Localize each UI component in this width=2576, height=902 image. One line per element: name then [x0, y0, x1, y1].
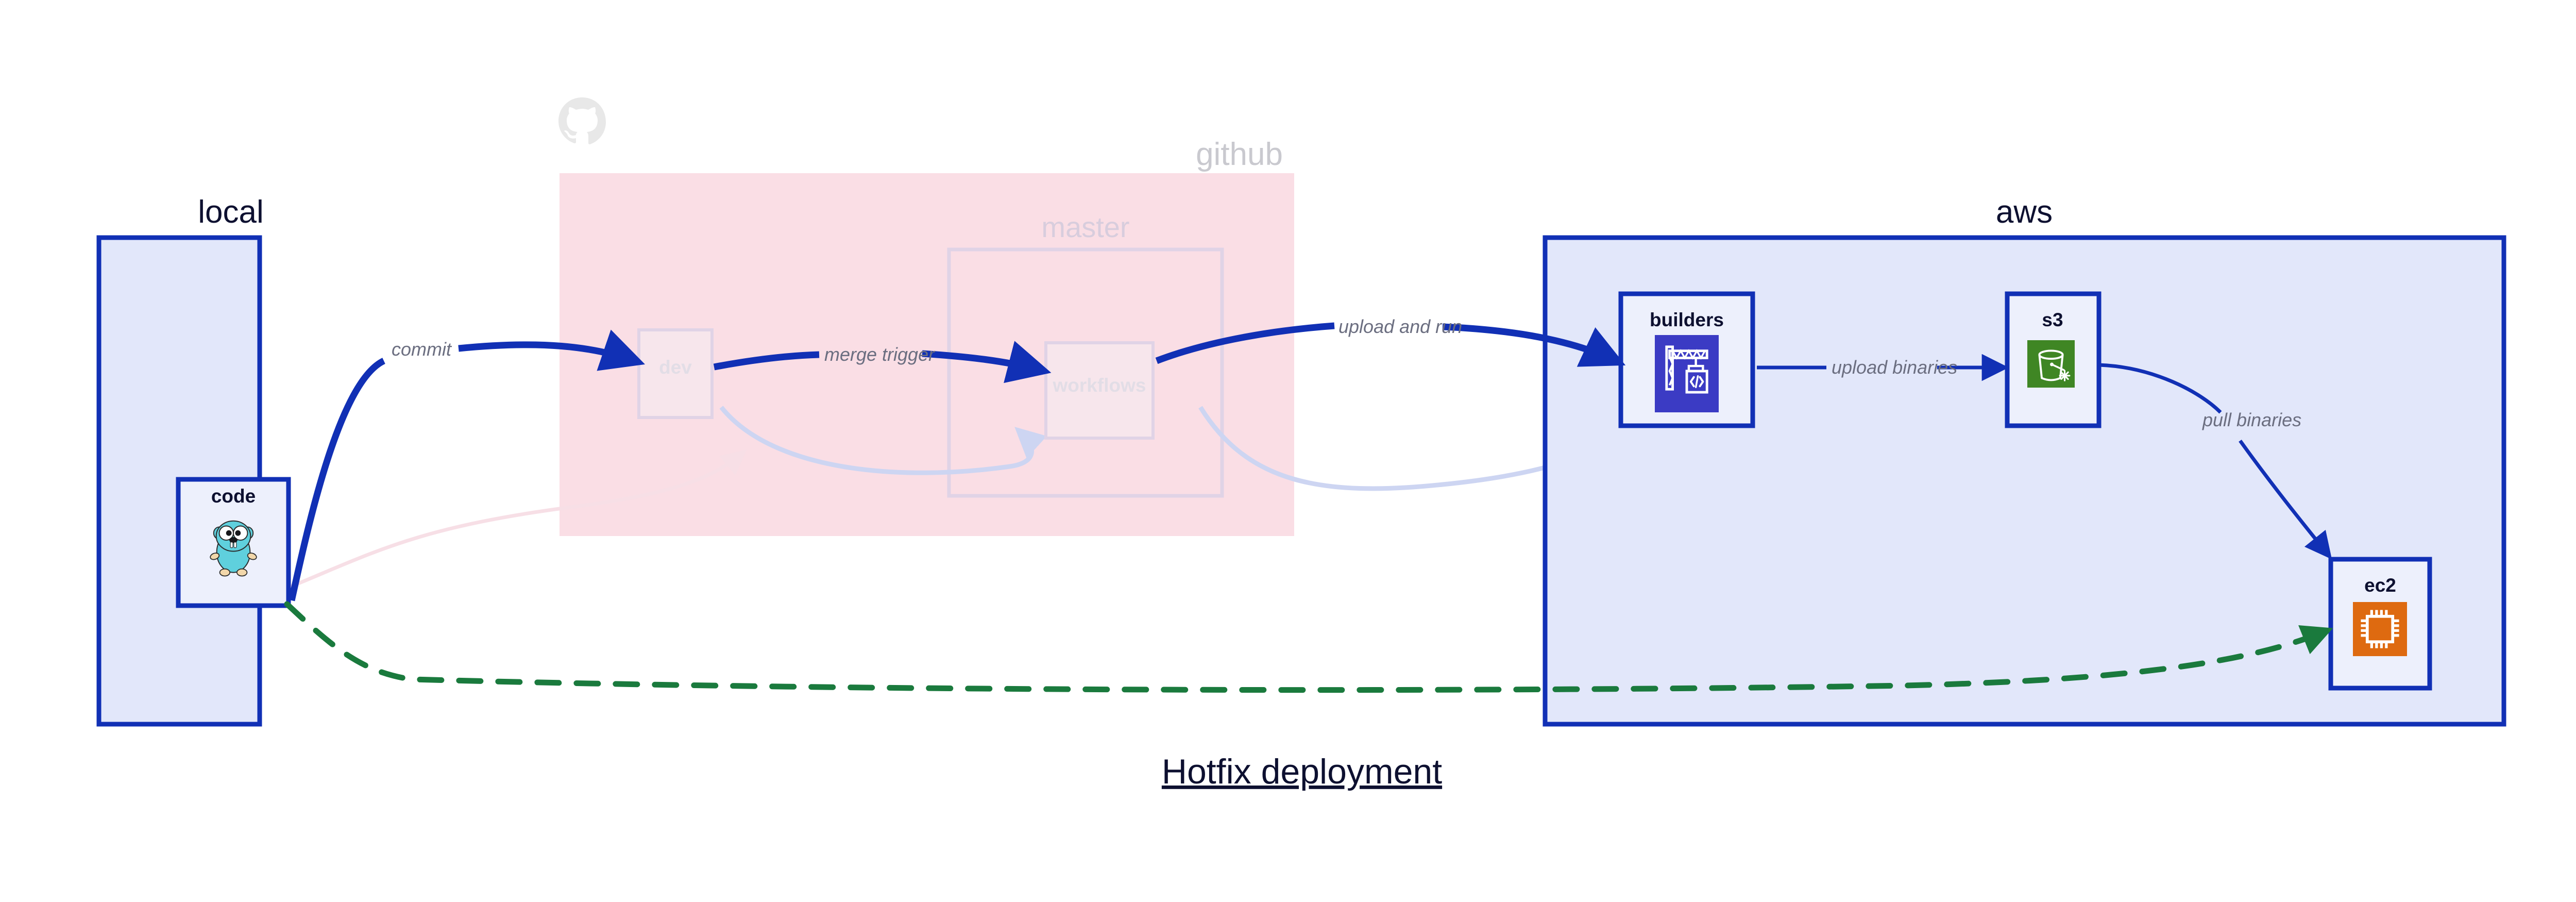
node-ec2-label: ec2: [2364, 575, 2396, 596]
edge-pull-binaries-path-in: [2098, 363, 2222, 414]
node-code[interactable]: code: [176, 477, 291, 608]
edge-label-commit: commit: [392, 339, 452, 360]
edge-pull-binaries-path-out: [2239, 439, 2332, 560]
edge-merge-path-out: [922, 341, 1052, 383]
group-github: github: [558, 97, 1294, 536]
node-ec2[interactable]: ec2: [2328, 557, 2432, 691]
node-s3-label: s3: [2042, 309, 2063, 330]
node-dev[interactable]: dev: [637, 328, 714, 419]
ghost-edge-dev-workflows: [719, 406, 1047, 475]
node-builders[interactable]: builders: [1618, 291, 1755, 428]
node-dev-label: dev: [659, 357, 692, 378]
node-code-label: code: [211, 486, 256, 507]
diagram-title: Hotfix deployment: [1162, 752, 1442, 791]
edge-label-upload-and-run: upload and run: [1338, 316, 1462, 337]
group-label-github: github: [1196, 137, 1283, 172]
page-title: Hotfix deployment: [1162, 752, 1442, 791]
node-workflows-label: workflows: [1053, 375, 1146, 396]
edge-upload-binaries: upload binaries: [1757, 354, 2009, 381]
edge-hotfix-dashed-path: [284, 601, 2333, 693]
edge-label-upload-binaries: upload binaries: [1832, 357, 1957, 378]
edge-commit-path-in: [288, 358, 386, 602]
edge-merge-path-in: [713, 351, 820, 371]
edge-upload-run-path-out: [1442, 323, 1626, 367]
ghost-edge-pink: [241, 449, 747, 608]
edge-upload-and-run: upload and run: [1155, 316, 1626, 367]
cpu-chip-icon: [2353, 602, 2407, 656]
edge-label-pull-binaries: pull binaries: [2202, 409, 2301, 430]
node-dev-box[interactable]: [637, 328, 714, 419]
group-label-master: master: [1041, 211, 1129, 243]
edge-hotfix-direct: [284, 601, 2333, 693]
group-local: local: [96, 194, 264, 727]
edge-merge-trigger: merge trigger: [713, 341, 1052, 383]
node-s3[interactable]: s3: [2005, 291, 2102, 428]
edge-label-merge-trigger: merge trigger: [824, 344, 936, 365]
group-master: master: [947, 211, 1224, 498]
group-label-aws: aws: [1996, 194, 2053, 230]
crane-code-icon: [1655, 335, 1719, 412]
edge-commit-path-out: [458, 329, 645, 371]
node-workflows[interactable]: workflows: [1044, 341, 1155, 440]
node-workflows-box[interactable]: [1044, 341, 1155, 440]
group-label-local: local: [198, 194, 264, 230]
node-builders-label: builders: [1650, 309, 1724, 330]
edge-pull-binaries: pull binaries: [2098, 363, 2332, 560]
edge-upload-run-path-in: [1155, 322, 1335, 364]
master-region-border: [947, 247, 1224, 498]
bucket-snowflake-icon: [2027, 340, 2075, 388]
github-octocat-icon: [558, 97, 606, 144]
edge-commit: commit: [288, 329, 645, 602]
